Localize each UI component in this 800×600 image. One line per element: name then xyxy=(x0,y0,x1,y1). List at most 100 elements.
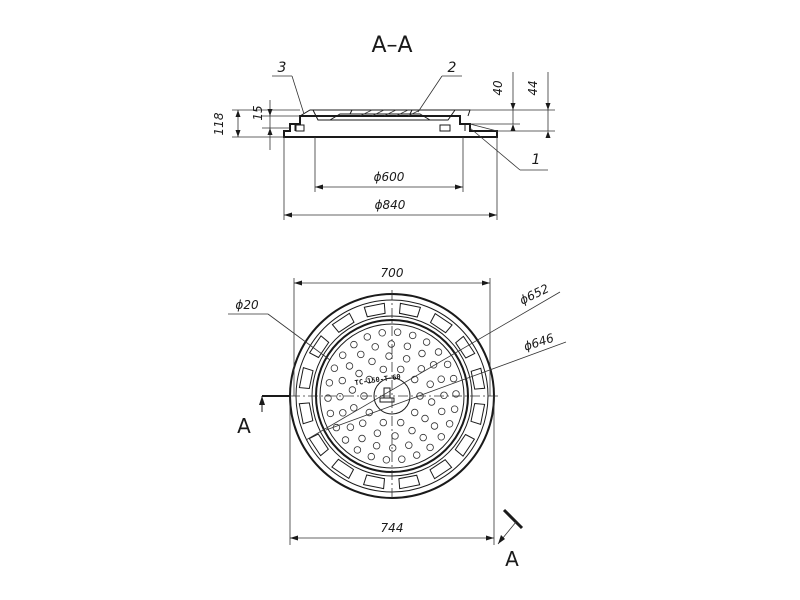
dim-700: 700 xyxy=(293,266,491,396)
frame-slot xyxy=(331,312,355,333)
vent-hole xyxy=(411,408,419,417)
vent-hole xyxy=(371,343,379,351)
frame-slot xyxy=(455,335,476,359)
frame-slot xyxy=(470,367,486,390)
center-handle-icon xyxy=(379,387,395,403)
frame-slot xyxy=(362,474,386,490)
vent-hole xyxy=(450,405,459,413)
dim-phi600-label: ϕ600 xyxy=(374,170,405,184)
vent-hole xyxy=(389,444,397,452)
dim-744: 744 xyxy=(289,396,495,545)
vent-hole xyxy=(379,418,387,427)
vent-hole xyxy=(355,369,363,378)
dim-15-label: 15 xyxy=(251,105,265,120)
vent-hole xyxy=(437,433,445,441)
vent-hole xyxy=(408,426,416,435)
plan-view: ТС-150-Т-60 700 744 ϕ20 xyxy=(228,266,567,571)
frame-slot xyxy=(470,402,486,426)
vent-hole xyxy=(359,419,367,427)
vent-hole xyxy=(382,456,391,464)
vent-hole xyxy=(350,404,358,412)
vent-hole xyxy=(385,352,393,360)
vent-hole xyxy=(443,360,452,369)
vent-hole xyxy=(397,365,405,374)
vent-hole xyxy=(421,414,429,423)
vent-hole xyxy=(339,351,347,359)
vent-hole xyxy=(348,386,357,394)
section-mark-left: A xyxy=(237,395,290,438)
vent-hole xyxy=(397,418,405,427)
vent-hole xyxy=(445,420,454,428)
callout-1-label: 1 xyxy=(532,152,541,168)
vent-hole xyxy=(426,380,434,388)
vent-hole xyxy=(398,455,406,463)
vent-hole xyxy=(387,340,395,348)
frame-slot xyxy=(363,302,386,318)
vent-hole xyxy=(330,364,339,372)
dim-phi20-label: ϕ20 xyxy=(235,298,259,312)
vent-hole xyxy=(393,328,402,336)
dim-right-heights: 40 44 xyxy=(470,72,555,138)
callout-2: 2 xyxy=(417,60,462,113)
frame-slot xyxy=(298,402,314,425)
vent-hole xyxy=(368,357,376,366)
vent-hole xyxy=(353,446,362,454)
callout-1: 1 xyxy=(469,127,548,171)
vent-hole xyxy=(417,365,425,373)
vent-hole xyxy=(324,394,332,402)
callout-3: 3 xyxy=(272,60,305,115)
vent-hole xyxy=(365,375,373,384)
vent-hole xyxy=(391,432,399,440)
vent-hole xyxy=(403,342,412,350)
vent-hole xyxy=(363,333,371,341)
vent-hole xyxy=(325,379,334,387)
vent-hole xyxy=(358,434,366,443)
vent-hole xyxy=(402,355,411,363)
vent-hole xyxy=(339,409,347,417)
vent-hole xyxy=(438,407,446,416)
vent-hole xyxy=(367,452,375,461)
dim-left-heights: 118 15 xyxy=(212,100,300,150)
frame-slot xyxy=(454,433,476,457)
vent-hole xyxy=(372,442,381,450)
vent-hole xyxy=(373,429,382,437)
dim-phi600: ϕ600 xyxy=(314,137,464,192)
vent-hole xyxy=(411,375,419,384)
frame-slots xyxy=(298,302,486,490)
vent-hole xyxy=(345,362,354,370)
section-title: A–A xyxy=(371,33,412,58)
section-mark-right: A xyxy=(497,508,524,571)
vent-hole xyxy=(341,436,350,444)
vent-hole xyxy=(426,443,434,452)
section-view: A–A ϕ600 ϕ840 xyxy=(212,33,555,220)
dim-744-label: 744 xyxy=(381,521,404,535)
vent-hole xyxy=(378,329,386,337)
cover-edge xyxy=(315,319,469,473)
section-mark-left-label: A xyxy=(237,414,251,438)
frame-slot xyxy=(429,312,453,334)
dim-118-label: 118 xyxy=(212,112,226,135)
section-mark-right-label: A xyxy=(505,547,519,571)
vent-hole xyxy=(338,376,346,385)
vent-hole xyxy=(434,348,443,356)
frame-slot xyxy=(308,433,329,457)
dim-phi20: ϕ20 xyxy=(228,298,331,361)
outer-rim xyxy=(289,293,495,499)
vent-hole xyxy=(429,361,438,369)
vent-hole xyxy=(346,423,355,431)
cover-vent-holes xyxy=(324,328,460,464)
frame-slot xyxy=(308,335,330,359)
vent-hole xyxy=(430,422,439,430)
center-boss xyxy=(373,377,411,415)
callout-2-label: 2 xyxy=(448,60,457,76)
vent-hole xyxy=(418,349,426,358)
vent-hole xyxy=(422,338,431,346)
dim-40-label: 40 xyxy=(491,80,505,96)
vent-hole xyxy=(357,350,365,359)
vent-hole xyxy=(413,451,421,459)
frame-slot xyxy=(398,302,422,318)
vent-hole xyxy=(326,409,335,418)
callout-3-label: 3 xyxy=(278,60,287,76)
dim-44-label: 44 xyxy=(526,80,540,95)
frame-section-profile xyxy=(283,109,498,138)
